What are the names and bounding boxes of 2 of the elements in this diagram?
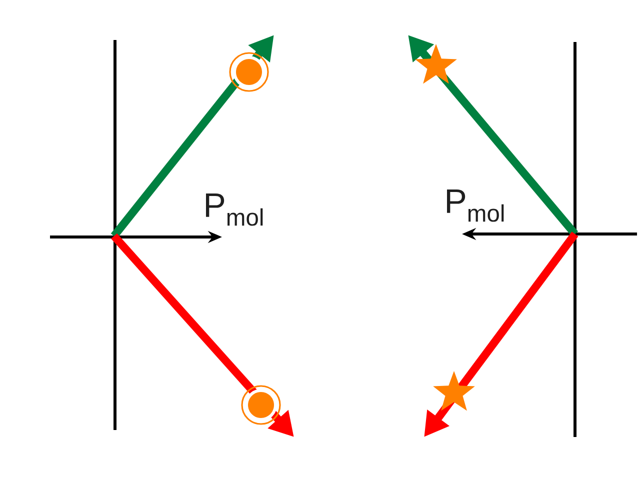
- momentum-label: P$_{mol}$: [447, 190, 504, 222]
- momentum-label: P$_{mol}$: [206, 194, 263, 226]
